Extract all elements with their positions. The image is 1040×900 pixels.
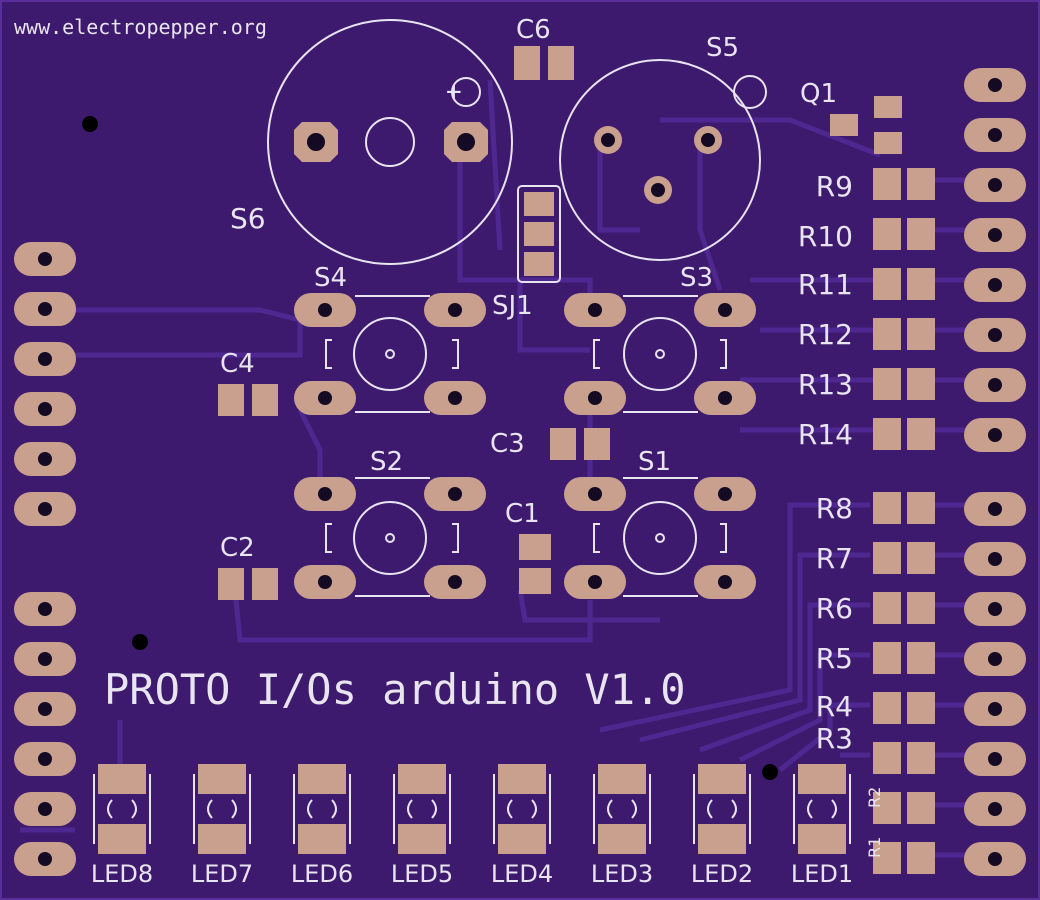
label-r2: R2 <box>865 787 884 808</box>
label-r9: R9 <box>816 170 853 203</box>
label-led6: LED6 <box>291 860 353 888</box>
label-led7: LED7 <box>191 860 253 888</box>
left-header-top <box>14 242 76 526</box>
label-s2: S2 <box>370 447 403 477</box>
label-q1: Q1 <box>800 79 837 109</box>
switch-s4 <box>294 293 486 415</box>
led-footprints <box>93 764 851 854</box>
label-led2: LED2 <box>691 860 753 888</box>
label-s1: S1 <box>638 447 671 477</box>
label-c6: C6 <box>516 15 551 45</box>
label-led1: LED1 <box>791 860 853 888</box>
vias <box>82 116 778 780</box>
label-r14: R14 <box>798 418 853 451</box>
label-r1: R1 <box>865 837 884 858</box>
label-sj1: SJ1 <box>492 291 533 321</box>
label-r7: R7 <box>816 542 853 575</box>
switch-s3 <box>564 293 756 415</box>
label-s5: S5 <box>706 33 739 63</box>
label-c3: C3 <box>490 429 525 459</box>
led-labels: LED8 LED7 LED6 LED5 LED4 LED3 LED2 LED1 <box>91 860 853 888</box>
cap-c6-pads <box>514 46 574 80</box>
label-r5: R5 <box>816 642 853 675</box>
resistor-labels-top: R9 R10 R11 R12 R13 R14 <box>798 170 853 451</box>
sensor-s5 <box>559 59 767 261</box>
label-c2: C2 <box>220 533 255 563</box>
resistor-labels-bottom: R8 R7 R6 R5 R4 R3 R2 R1 <box>816 492 884 858</box>
board-title: PROTO I/Os arduino V1.0 <box>104 665 686 714</box>
label-r3: R3 <box>816 722 853 755</box>
label-led4: LED4 <box>491 860 553 888</box>
label-s6: S6 <box>230 202 266 235</box>
capacitor-pads <box>218 384 610 600</box>
switch-s2 <box>294 477 486 599</box>
buzzer-s6 <box>267 19 513 265</box>
label-r12: R12 <box>798 318 853 351</box>
resistor-pads <box>873 168 935 874</box>
label-r4: R4 <box>816 690 853 723</box>
jumper-sj1 <box>517 185 561 283</box>
label-s3: S3 <box>680 263 713 293</box>
label-r13: R13 <box>798 368 853 401</box>
transistor-q1-pads <box>830 96 902 154</box>
label-c1: C1 <box>505 499 540 529</box>
copper-traces <box>20 79 990 858</box>
switch-s1 <box>564 477 756 599</box>
label-r8: R8 <box>816 492 853 525</box>
right-header <box>964 68 1026 876</box>
label-led5: LED5 <box>391 860 453 888</box>
url-label: www.electropepper.org <box>14 15 267 39</box>
label-s4: S4 <box>314 263 347 293</box>
label-c4: C4 <box>220 349 255 379</box>
label-led8: LED8 <box>91 860 153 888</box>
polarity-plus: + <box>446 77 462 107</box>
label-led3: LED3 <box>591 860 653 888</box>
label-r11: R11 <box>798 268 853 301</box>
label-r10: R10 <box>798 220 853 253</box>
label-r6: R6 <box>816 592 853 625</box>
left-header-bottom <box>14 592 76 876</box>
